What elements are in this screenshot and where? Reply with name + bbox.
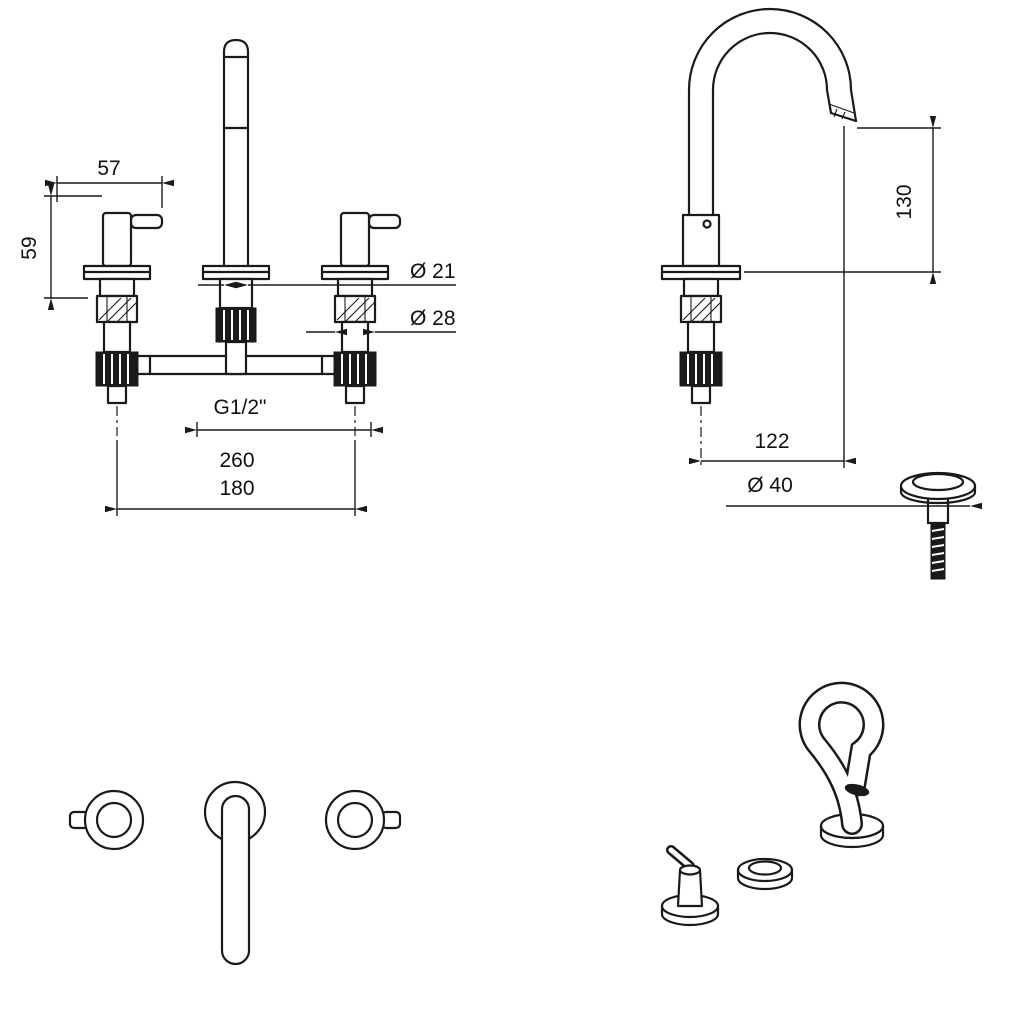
top-spout — [203, 780, 267, 966]
dim-spout-reach: 122 — [754, 430, 789, 453]
dim-outlet-height: 130 — [893, 184, 916, 219]
perspective-view — [660, 681, 885, 927]
dim-handle-length: 57 — [97, 157, 120, 180]
front-right-handle — [339, 211, 402, 268]
side-under-body — [660, 264, 742, 468]
dim-width-centers: 180 — [219, 477, 254, 500]
front-right-body — [320, 264, 390, 436]
front-dimensions: 57 59 Ø 21 Ø 28 G1/2" 260 180 — [18, 157, 456, 516]
side-spout — [681, 7, 858, 268]
waste-plug — [899, 471, 977, 580]
front-left-body — [82, 264, 152, 436]
top-right-handle — [324, 789, 402, 851]
perspective-waste — [736, 857, 794, 891]
front-spout — [222, 38, 250, 268]
perspective-spout — [798, 681, 885, 849]
top-left-handle — [68, 789, 145, 851]
dim-width-overall: 260 — [219, 449, 254, 472]
side-view: 130 122 Ø 40 — [660, 7, 982, 580]
dim-handle-height: 59 — [18, 236, 41, 259]
dim-spout-diameter: Ø 21 — [410, 260, 456, 283]
front-left-handle — [101, 211, 164, 268]
side-dimensions: 130 122 Ø 40 — [689, 116, 982, 510]
perspective-handle — [660, 845, 720, 927]
dim-thread-size: G1/2" — [214, 396, 267, 419]
front-center-body — [201, 264, 271, 376]
dim-body-diameter: Ø 28 — [410, 307, 456, 330]
top-view — [68, 780, 402, 966]
dim-waste-diameter: Ø 40 — [747, 474, 793, 497]
front-view: 57 59 Ø 21 Ø 28 G1/2" 260 180 — [18, 38, 456, 516]
